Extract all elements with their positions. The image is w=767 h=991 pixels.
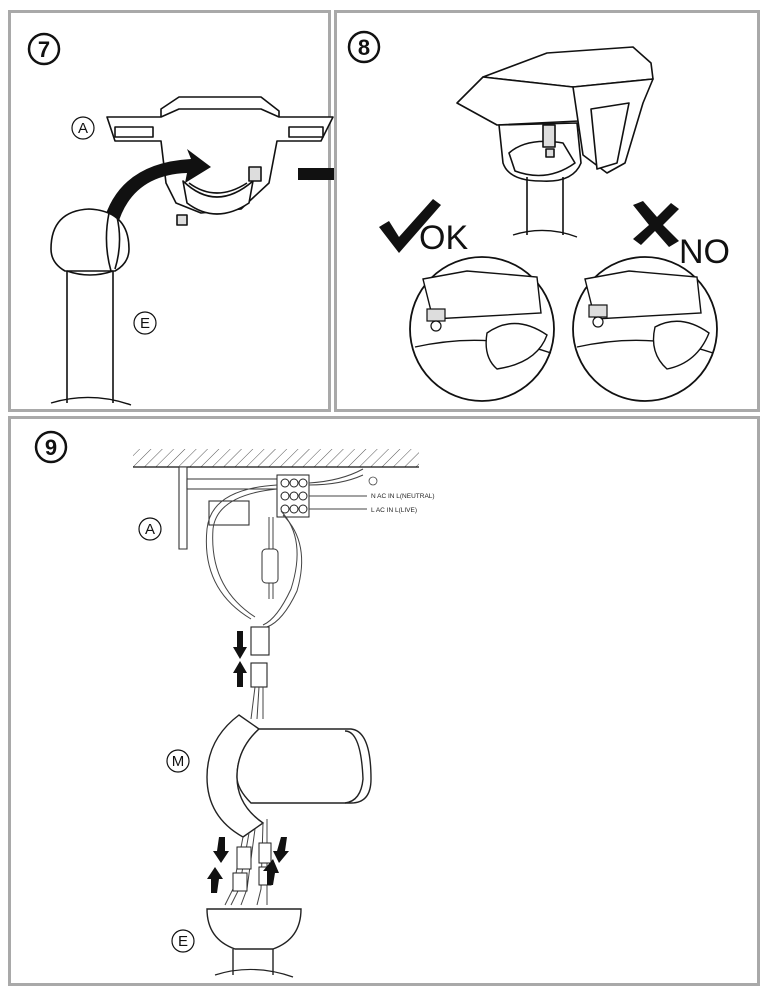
arrow-down-icon (233, 631, 247, 659)
arrow-up-icon (233, 661, 247, 687)
terminal-block (276, 474, 310, 518)
step-badge (34, 430, 68, 464)
step-badge (27, 32, 61, 66)
arrow-down-icon (273, 837, 289, 863)
step-9-illustration: 9 N AC IN L(NEUTRAL) L AC IN L(LIVE) A (34, 430, 435, 978)
plug-connector-top (250, 626, 270, 656)
step-number: 7 (38, 37, 50, 62)
arrow-down-icon (213, 837, 229, 863)
step-8-panel: 8 OK NO (334, 10, 760, 412)
ok-detail-view (409, 256, 555, 402)
ceiling (133, 449, 419, 467)
lower-connector-a (236, 846, 252, 870)
lower-connector-b (258, 842, 272, 864)
label-circle (71, 116, 95, 140)
rotate-arrow-icon (103, 149, 211, 227)
label-bracket: A (78, 120, 88, 137)
downrod (50, 208, 130, 403)
no-label: NO (679, 233, 730, 271)
label-bracket: A (145, 521, 155, 538)
mounting-bracket (106, 96, 334, 226)
step-number: 9 (45, 435, 57, 460)
installed-bracket (456, 46, 654, 235)
step-9-panel: 9 N AC IN L(NEUTRAL) L AC IN L(LIVE) A (8, 416, 760, 986)
label-circle (138, 517, 162, 541)
label-circle (171, 929, 195, 953)
no-detail-view (572, 256, 718, 402)
break-line (214, 968, 294, 978)
downrod-ball (206, 908, 302, 975)
step-7-panel: 7 A E (8, 10, 334, 412)
wire-connector (261, 548, 279, 584)
ground-symbol-icon (368, 476, 378, 486)
label-motor: M (172, 753, 185, 770)
step-8-illustration: 8 OK NO (347, 30, 730, 402)
arrow-up-icon (207, 867, 223, 893)
step-number: 8 (358, 35, 370, 60)
label-downrod: E (178, 933, 188, 950)
label-circle (133, 311, 157, 335)
cross-mark-icon (633, 201, 679, 247)
break-line (512, 229, 578, 238)
check-mark-icon (379, 199, 441, 253)
plug-connector-bottom (250, 662, 268, 688)
wiring-bracket (178, 466, 282, 550)
break-line (50, 396, 132, 406)
step-badge (347, 30, 381, 64)
label-circle (166, 749, 190, 773)
step-7-illustration: 7 A E (27, 32, 334, 406)
ok-label: OK (419, 219, 468, 257)
motor-housing (206, 714, 372, 838)
label-downrod: E (140, 315, 150, 332)
arrow-up-icon (263, 859, 279, 885)
lower-connector-c (232, 872, 248, 892)
neutral-wire-label: N AC IN L(NEUTRAL) (371, 493, 435, 500)
live-wire-label: L AC IN L(LIVE) (371, 507, 417, 514)
mains-wires (308, 468, 367, 510)
